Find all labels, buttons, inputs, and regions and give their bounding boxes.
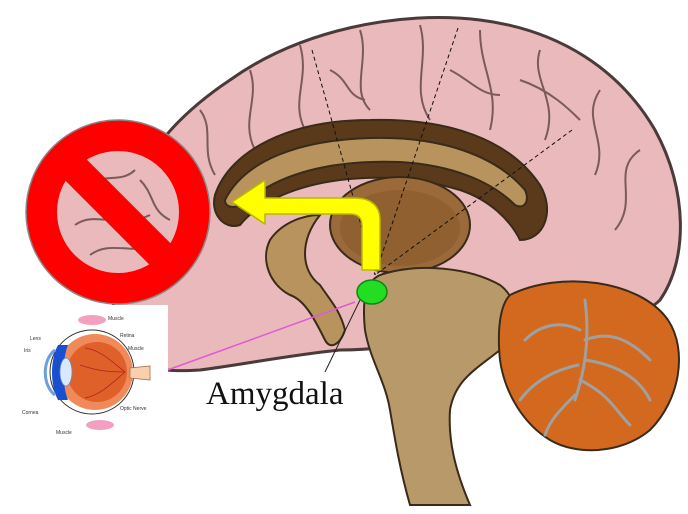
eye-label-muscle-top: Muscle <box>108 316 124 322</box>
eye-label-retina: Retina <box>120 333 134 339</box>
muscle-top-shape <box>78 315 106 325</box>
brainstem <box>364 268 515 505</box>
optic-nerve-shape <box>130 366 150 380</box>
eye-label-iris: Iris <box>24 348 31 354</box>
eye-label-optic-nerve: Optic Nerve <box>120 406 146 412</box>
no-entry-icon <box>26 120 210 304</box>
eye-label-cornea: Cornea <box>22 410 38 416</box>
eye-label-muscle-bottom: Muscle <box>56 430 72 436</box>
muscle-bottom-shape <box>86 420 114 430</box>
cerebellum <box>499 281 679 450</box>
amygdala-label: Amygdala <box>206 376 343 413</box>
eye-inset <box>18 305 168 440</box>
amygdala <box>357 280 387 304</box>
eye-label-muscle-right: Muscle <box>128 346 144 352</box>
lens-shape <box>60 358 72 386</box>
eye-label-lens: Lens <box>30 336 41 342</box>
